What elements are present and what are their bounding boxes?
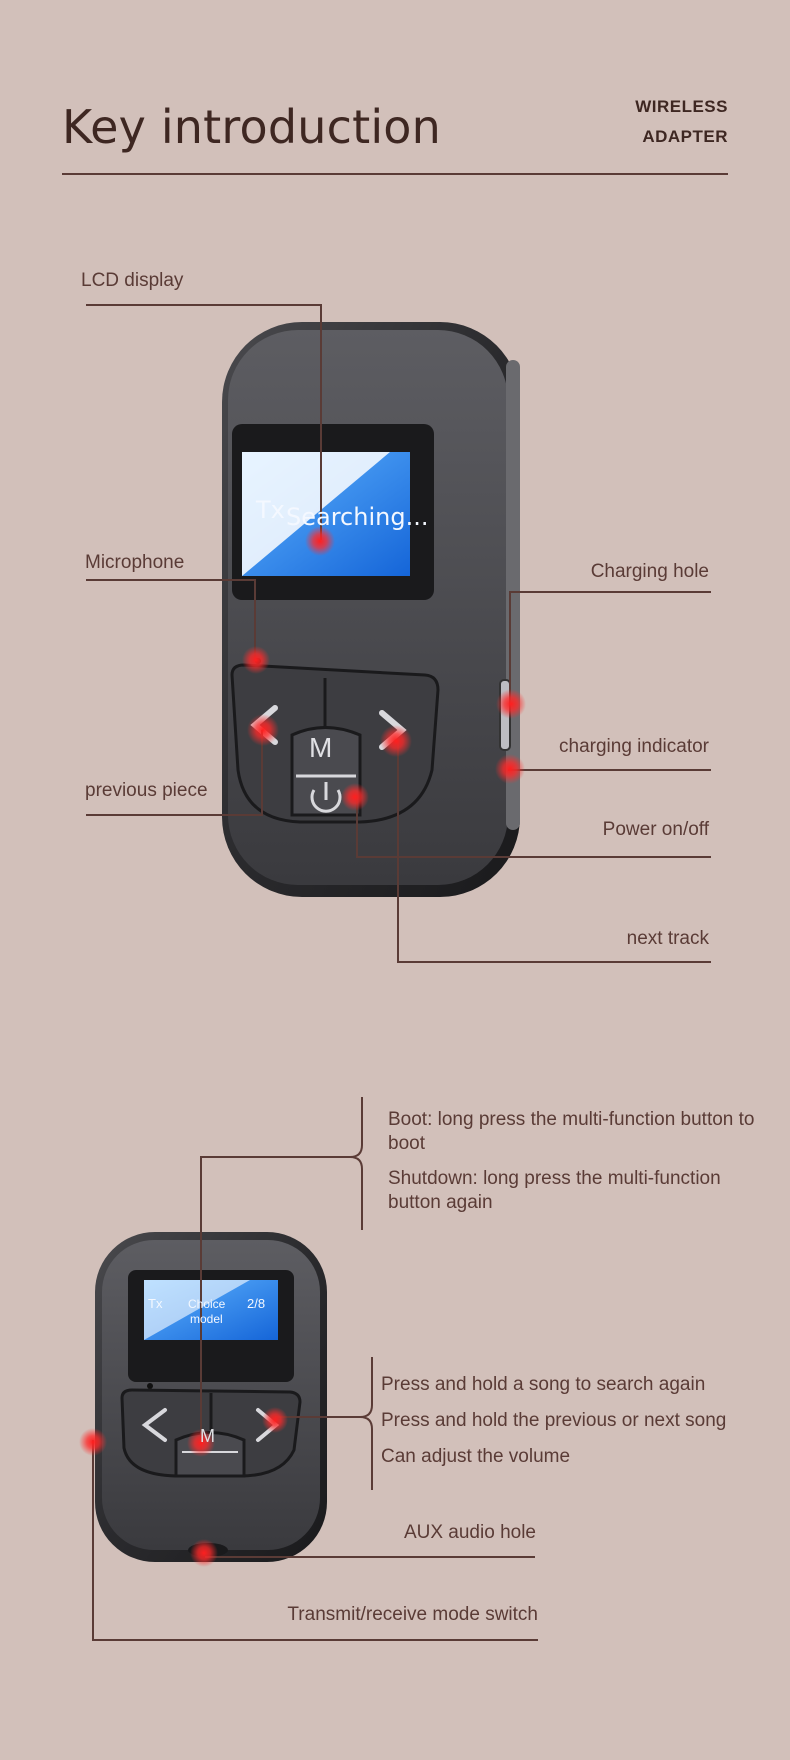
label-charging-indicator: charging indicator <box>559 736 709 757</box>
brand-line-2: ADAPTER <box>642 127 728 146</box>
line-lcd <box>86 304 322 540</box>
brand-label: WIRELESS ADAPTER <box>635 92 728 152</box>
lcd-tx-text: Tx <box>256 496 285 524</box>
lcd-bottom-word1: Choice <box>188 1297 226 1311</box>
label-aux: AUX audio hole <box>403 1522 536 1543</box>
lcd-bottom-tx: Tx <box>148 1296 163 1311</box>
leader-lines-top <box>86 304 711 963</box>
line-prev <box>86 730 263 816</box>
label-lcd-display: LCD display <box>81 270 184 291</box>
line-power <box>356 795 711 858</box>
brand-line-1: WIRELESS <box>635 97 728 116</box>
line-next <box>397 740 711 963</box>
brace-boot <box>349 1097 363 1230</box>
power-icon <box>310 789 342 813</box>
label-search-again: Press and hold a song to search again <box>381 1374 706 1395</box>
device-top <box>222 322 520 897</box>
lcd-bottom-count: 2/8 <box>247 1296 266 1311</box>
brace-buttons <box>359 1357 373 1490</box>
device-bottom <box>95 1232 327 1562</box>
label-prev-next-song: Press and hold the previous or next song <box>381 1410 727 1431</box>
page-title: Key introduction <box>62 100 441 154</box>
lcd-bottom-word2: model <box>190 1312 223 1326</box>
label-mode-switch: Transmit/receive mode switch <box>287 1604 538 1625</box>
lcd-glare <box>242 452 390 576</box>
lcd-status-text: Searching... <box>286 503 429 531</box>
label-next-track: next track <box>626 928 709 949</box>
label-boot: Boot: long press the multi-function butt… <box>388 1109 755 1154</box>
label-previous-piece: previous piece <box>85 780 208 801</box>
label-shutdown: Shutdown: long press the multi-function … <box>388 1168 721 1213</box>
label-charging-hole: Charging hole <box>590 561 709 582</box>
markers <box>79 526 526 1567</box>
label-microphone: Microphone <box>85 552 185 573</box>
label-power: Power on/off <box>602 819 709 840</box>
line-multifunction <box>200 1156 350 1450</box>
header-divider <box>62 173 728 175</box>
mode-key-label: M <box>309 732 333 763</box>
line-mode-switch <box>92 1440 538 1641</box>
leader-lines-bottom <box>92 1097 538 1641</box>
line-charging-hole <box>509 591 711 705</box>
mode-key-label-bottom: M <box>200 1426 215 1446</box>
line-mic <box>86 579 256 661</box>
label-volume: Can adjust the volume <box>381 1446 571 1467</box>
